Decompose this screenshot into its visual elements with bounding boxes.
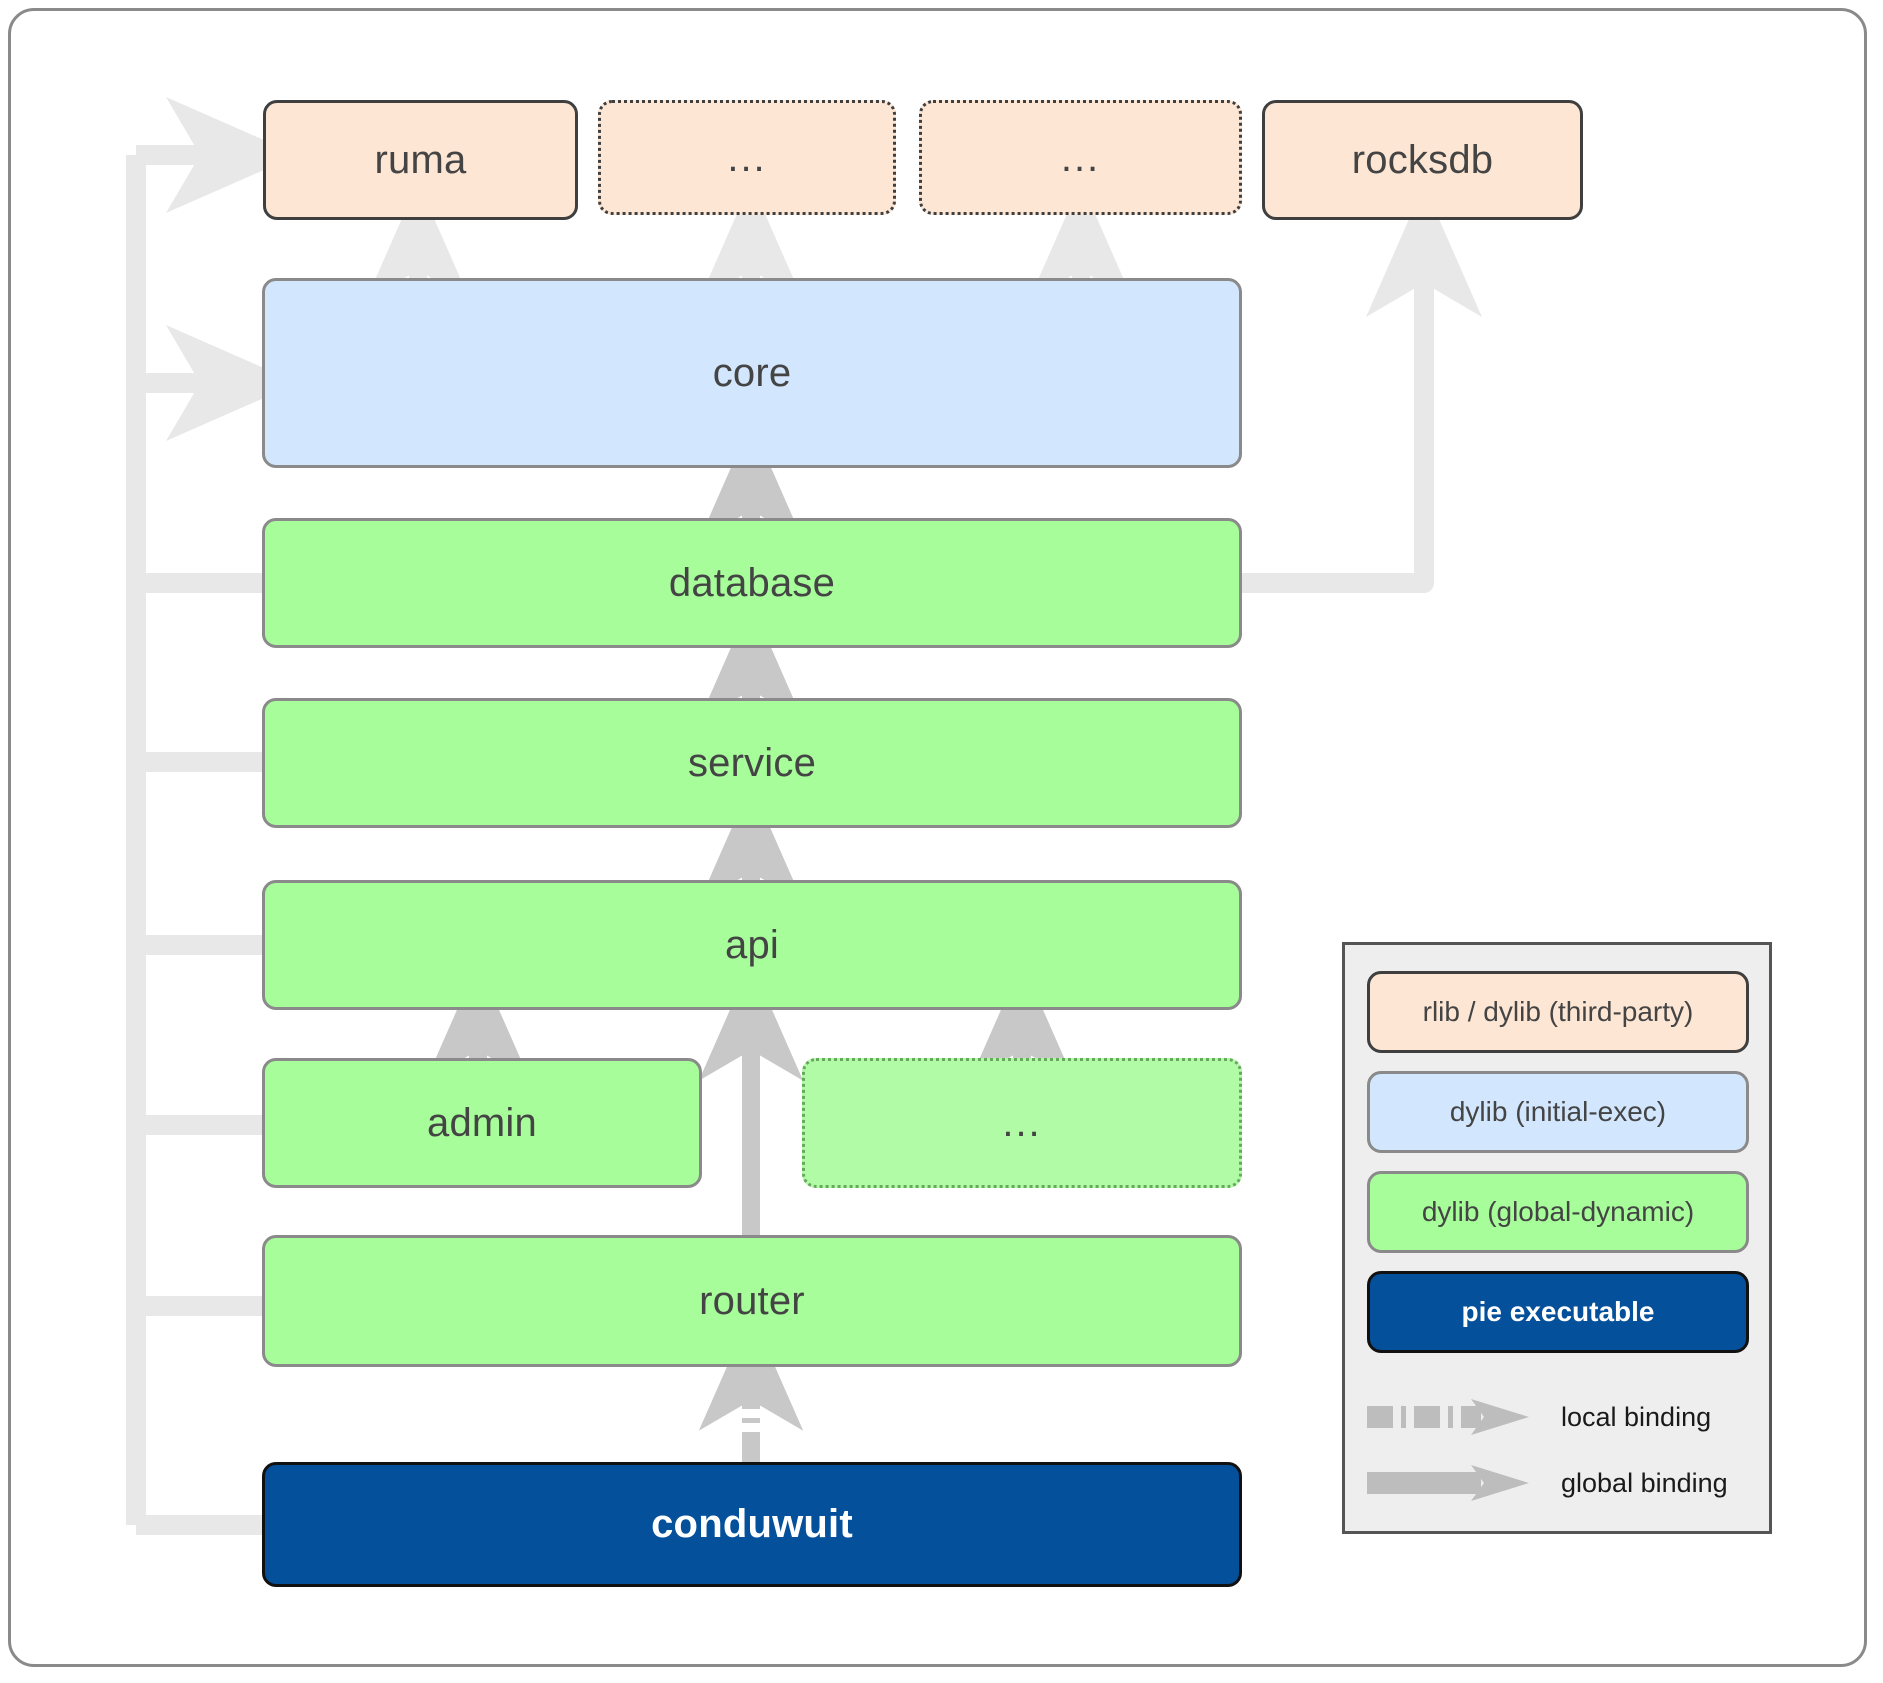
node-service[interactable]: service [262,698,1242,828]
node-third-party-a[interactable]: ... [598,100,896,215]
node-core-label: core [712,350,792,395]
node-third-party-b-label: ... [1060,135,1101,180]
legend-binding-global: global binding [1363,1453,1757,1513]
node-third-party-b[interactable]: ... [919,100,1242,215]
legend-panel: rlib / dylib (third-party) dylib (initia… [1342,942,1772,1534]
node-api-label: api [725,922,779,967]
legend-swatch-pie: pie executable [1367,1271,1749,1353]
node-router-label: router [699,1278,805,1323]
legend-binding-local: local binding [1363,1387,1757,1447]
legend-binding-global-label: global binding [1561,1467,1728,1498]
legend-swatch-third-party-label: rlib / dylib (third-party) [1422,996,1694,1027]
legend-swatch-initial-exec-label: dylib (initial-exec) [1449,1096,1667,1127]
node-core[interactable]: core [262,278,1242,468]
node-third-party-a-label: ... [727,135,767,180]
node-admin[interactable]: admin [262,1058,702,1188]
legend-swatch-global-dynamic: dylib (global-dynamic) [1367,1171,1749,1253]
node-extra-service-label: ... [1002,1101,1042,1145]
local-binding-arrow-icon [1367,1399,1529,1435]
node-database[interactable]: database [262,518,1242,648]
node-service-label: service [687,740,817,785]
node-conduwuit[interactable]: conduwuit [262,1462,1242,1587]
node-extra-service[interactable]: ... [802,1058,1242,1188]
node-ruma-label: ruma [374,137,467,182]
node-rocksdb[interactable]: rocksdb [1262,100,1583,220]
global-binding-arrow-icon [1367,1465,1529,1501]
legend-swatch-initial-exec: dylib (initial-exec) [1367,1071,1749,1153]
node-api[interactable]: api [262,880,1242,1010]
legend-swatch-third-party: rlib / dylib (third-party) [1367,971,1749,1053]
node-ruma[interactable]: ruma [263,100,578,220]
node-database-label: database [668,560,836,605]
legend-swatch-pie-label: pie executable [1461,1296,1655,1327]
legend-swatch-global-dynamic-label: dylib (global-dynamic) [1421,1196,1695,1227]
node-router[interactable]: router [262,1235,1242,1367]
legend-binding-local-label: local binding [1561,1401,1712,1432]
node-rocksdb-label: rocksdb [1351,137,1494,182]
node-admin-label: admin [427,1100,537,1145]
node-conduwuit-label: conduwuit [651,1502,853,1546]
